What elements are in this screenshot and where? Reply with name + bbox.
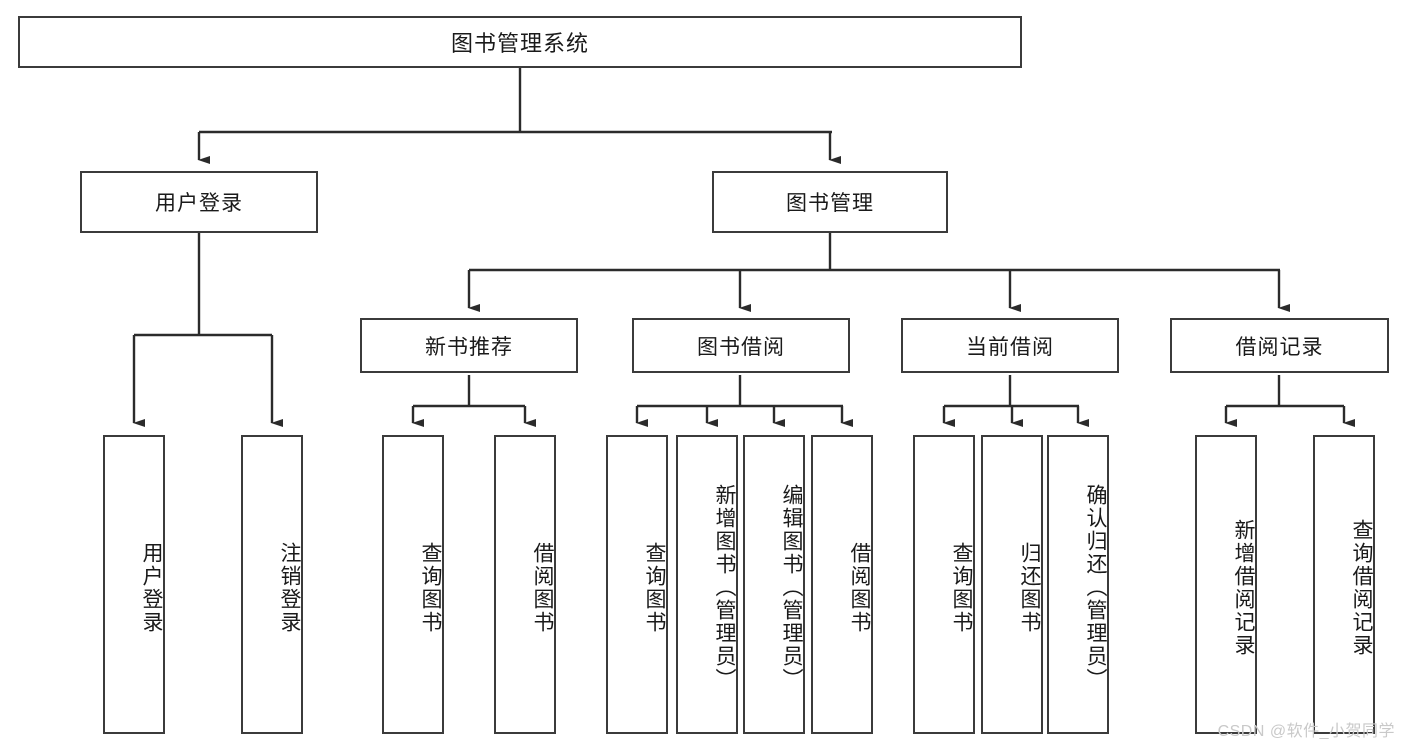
node-label: 借阅图书 bbox=[531, 541, 554, 634]
node-label: 图书管理 bbox=[786, 192, 874, 215]
node-label: 新增图书（管理员） bbox=[713, 484, 736, 691]
node-label: 查询图书 bbox=[643, 541, 666, 634]
node-label: 新书推荐 bbox=[425, 335, 513, 359]
node-new-book-recommend[interactable]: 新书推荐 bbox=[360, 318, 578, 373]
leaf-query-book-3[interactable]: 查询图书 bbox=[913, 435, 975, 734]
leaf-borrow-book-2[interactable]: 借阅图书 bbox=[811, 435, 873, 734]
node-label: 用户登录 bbox=[155, 192, 243, 215]
node-book-manage[interactable]: 图书管理 bbox=[712, 171, 948, 233]
node-label: 借阅图书 bbox=[848, 541, 871, 634]
node-label: 查询图书 bbox=[950, 541, 973, 634]
node-label: 归还图书 bbox=[1018, 541, 1041, 634]
leaf-user-login[interactable]: 用户登录 bbox=[103, 435, 165, 734]
leaf-add-book[interactable]: 新增图书（管理员） bbox=[676, 435, 738, 734]
node-user-login[interactable]: 用户登录 bbox=[80, 171, 318, 233]
leaf-return-book[interactable]: 归还图书 bbox=[981, 435, 1043, 734]
node-label: 当前借阅 bbox=[966, 335, 1054, 359]
node-label: 用户登录 bbox=[140, 541, 163, 634]
leaf-confirm-return[interactable]: 确认归还（管理员） bbox=[1047, 435, 1109, 734]
node-root-system[interactable]: 图书管理系统 bbox=[18, 16, 1022, 68]
leaf-add-record[interactable]: 新增借阅记录 bbox=[1195, 435, 1257, 734]
node-label: 编辑图书（管理员） bbox=[780, 484, 803, 691]
node-borrow-record[interactable]: 借阅记录 bbox=[1170, 318, 1389, 373]
node-label: 注销登录 bbox=[278, 541, 301, 634]
leaf-logout[interactable]: 注销登录 bbox=[241, 435, 303, 734]
node-label: 图书借阅 bbox=[697, 335, 785, 359]
node-label: 借阅记录 bbox=[1235, 335, 1324, 359]
leaf-query-book-1[interactable]: 查询图书 bbox=[382, 435, 444, 734]
node-label: 新增借阅记录 bbox=[1232, 518, 1255, 657]
node-label: 查询图书 bbox=[419, 541, 442, 634]
node-current-borrow[interactable]: 当前借阅 bbox=[901, 318, 1119, 373]
leaf-borrow-book-1[interactable]: 借阅图书 bbox=[494, 435, 556, 734]
node-label: 查询借阅记录 bbox=[1350, 518, 1373, 657]
leaf-query-record[interactable]: 查询借阅记录 bbox=[1313, 435, 1375, 734]
node-label: 确认归还（管理员） bbox=[1084, 484, 1107, 691]
leaf-edit-book[interactable]: 编辑图书（管理员） bbox=[743, 435, 805, 734]
watermark-text: CSDN @软件_小贺同学 bbox=[1217, 723, 1395, 740]
node-label: 图书管理系统 bbox=[450, 31, 589, 56]
leaf-query-book-2[interactable]: 查询图书 bbox=[606, 435, 668, 734]
node-book-borrow[interactable]: 图书借阅 bbox=[632, 318, 850, 373]
